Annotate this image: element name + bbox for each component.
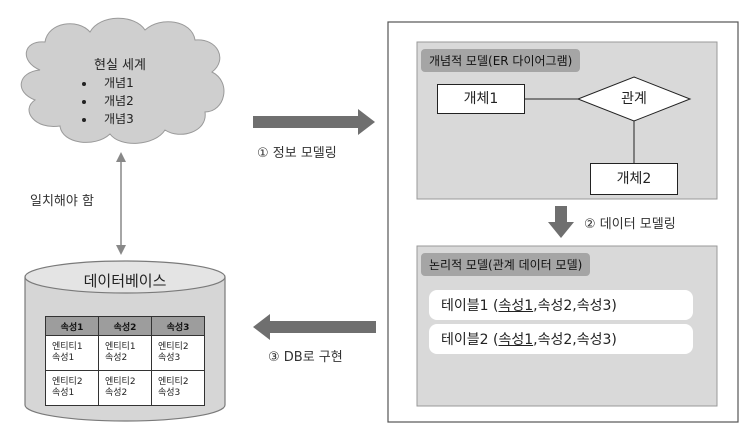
concept-list: 개념1 개념2 개념3 [80,74,134,128]
relation-table-row: 테이블2 (속성1,속성2,속성3) [429,324,693,354]
table-header: 속성2 [98,316,152,336]
logical-model-header: 논리적 모델(관계 데이터 모델) [421,253,591,276]
table-attributes: ,속성2,속성3) [533,332,617,348]
primary-key: 속성1 [498,332,534,348]
concept-item: 개념2 [96,92,134,110]
table-name: 테이블1 ( [441,298,499,314]
db-impl-arrow [253,314,376,340]
data-modeling-label: ② 데이터 모델링 [584,217,676,232]
relation-diamond [576,76,692,122]
info-modeling-arrow [253,109,375,135]
db-impl-label: ③ DB로 구현 [268,350,343,365]
table-header: 속성1 [45,316,99,336]
primary-key: 속성1 [498,298,534,314]
table-name: 테이블2 ( [441,332,499,348]
concept-item: 개념1 [96,74,134,92]
database-title: 데이터베이스 [83,272,167,290]
match-label: 일치해야 함 [30,194,94,209]
entity-box: 개체2 [590,163,678,195]
real-world-title: 현실 세계 [94,58,146,73]
relation-label: 관계 [621,91,647,107]
real-world-cloud [20,17,225,144]
relation-table-row: 테이블1 (속성1,속성2,속성3) [429,290,693,320]
concept-item: 개념3 [96,110,134,128]
conceptual-model-header: 개념적 모델(ER 다이어그램) [421,49,581,72]
entity-box: 개체1 [437,84,525,114]
table-header: 속성3 [151,316,205,336]
data-modeling-arrow [548,206,574,238]
info-modeling-label: ① 정보 모델링 [257,146,337,161]
table-attributes: ,속성2,속성3) [533,298,617,314]
